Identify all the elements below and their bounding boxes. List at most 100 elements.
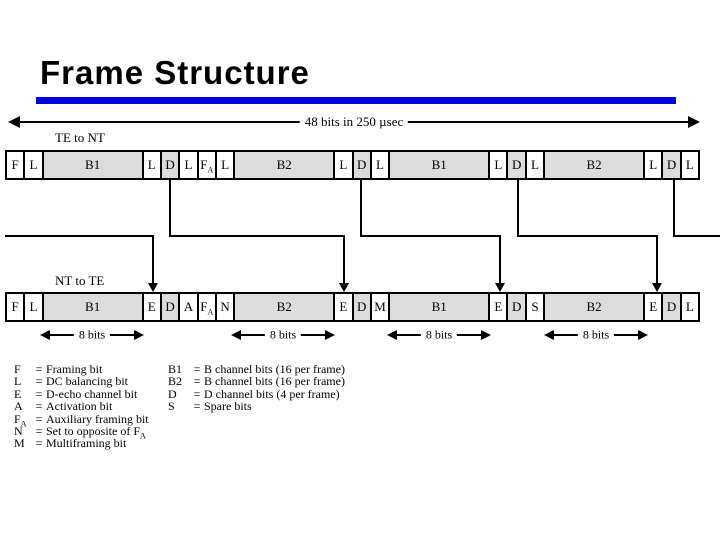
d-bit-drop-line <box>673 178 675 237</box>
bit-cell-fa: FA <box>198 152 217 178</box>
bit-cell-s: S <box>526 294 546 320</box>
legend-description: Set to opposite of FA <box>46 424 146 441</box>
arrowhead-left-icon <box>544 330 554 340</box>
eight-bit-span-arrow: 8 bits <box>544 327 648 343</box>
legend-description: Spare bits <box>204 399 252 414</box>
legend-right-column: B1=B channel bits (16 per frame)B2=B cha… <box>168 363 345 413</box>
bit-cell-a: A <box>180 294 199 320</box>
arrowhead-left-icon <box>8 116 20 128</box>
bit-cell-d: D <box>353 152 372 178</box>
arrowhead-left-icon <box>387 330 397 340</box>
legend-symbol: E <box>14 386 22 401</box>
eight-bit-span-label: 8 bits <box>73 327 111 343</box>
page-title: Frame Structure <box>40 54 310 91</box>
bit-cell-l: L <box>335 152 354 178</box>
d-bit-drop-line <box>517 178 519 237</box>
bit-cell-b1: B1 <box>390 294 491 320</box>
bit-cell-b1: B1 <box>390 152 491 178</box>
legend-equals: = <box>35 399 43 414</box>
arrowhead-right-icon <box>134 330 144 340</box>
bit-cell-e: E <box>335 294 354 320</box>
bit-cell-d: D <box>663 152 682 178</box>
arrowhead-right-icon <box>638 330 648 340</box>
legend-symbol: M <box>14 436 25 451</box>
bit-cell-b1: B1 <box>43 152 144 178</box>
bit-cell-l: L <box>490 152 509 178</box>
bit-cell-l: L <box>216 152 236 178</box>
legend-symbol: B2 <box>168 374 183 389</box>
e-bit-arrow-line <box>343 236 345 283</box>
bit-cell-b1: B1 <box>43 294 144 320</box>
direction-label-nt-to-te: NT to TE <box>55 273 105 288</box>
bit-cell-b2: B2 <box>545 152 646 178</box>
bit-cell-e: E <box>490 294 509 320</box>
legend-equals: = <box>35 362 43 376</box>
legend-description: B channel bits (16 per frame) <box>204 362 345 376</box>
bit-cell-l: L <box>681 152 699 178</box>
legend-equals: = <box>35 436 43 451</box>
eight-bit-span-arrow: 8 bits <box>387 327 491 343</box>
e-bit-arrow-line <box>499 236 501 283</box>
arrowhead-down-icon <box>652 283 662 292</box>
legend-description: Auxiliary framing bit <box>46 411 149 426</box>
bit-cell-d: D <box>663 294 682 320</box>
legend-entry: F =Framing bit <box>14 362 149 376</box>
bit-cell-d: D <box>508 294 527 320</box>
legend-entry: FA=Auxiliary framing bit <box>14 411 149 427</box>
legend-description: Activation bit <box>46 399 113 414</box>
bit-cell-fa: FA <box>198 294 217 320</box>
echo-rail-line <box>5 235 154 237</box>
arrowhead-left-icon <box>40 330 50 340</box>
arrowhead-right-icon <box>481 330 491 340</box>
arrowhead-left-icon <box>231 330 241 340</box>
d-bit-drop-line <box>360 178 362 237</box>
arrowhead-down-icon <box>495 283 505 292</box>
eight-bit-span-label: 8 bits <box>264 327 302 343</box>
legend-symbol: S <box>168 399 175 414</box>
legend-description: Multiframing bit <box>46 436 127 451</box>
bit-cell-f: F <box>7 294 26 320</box>
legend-entry: B1=B channel bits (16 per frame) <box>168 362 345 376</box>
bit-cell-l: L <box>371 152 391 178</box>
legend-equals: = <box>193 386 201 401</box>
d-bit-drop-line <box>169 178 171 237</box>
eight-bit-span-label: 8 bits <box>420 327 458 343</box>
legend-description: B channel bits (16 per frame) <box>204 374 345 389</box>
legend-symbol: F <box>14 362 21 376</box>
bit-cell-l: L <box>526 152 546 178</box>
legend-entry: E=D-echo channel bit <box>14 386 149 401</box>
legend-symbol: N <box>14 424 23 439</box>
legend-entry: A=Activation bit <box>14 399 149 414</box>
bit-cell-l: L <box>180 152 199 178</box>
legend-equals: = <box>193 399 201 414</box>
legend-equals: = <box>35 374 43 389</box>
frame-length-label: 48 bits in 250 µsec <box>299 114 409 130</box>
legend-equals: = <box>35 386 43 401</box>
legend-equals: = <box>35 424 43 439</box>
echo-rail-line <box>361 235 501 237</box>
eight-bit-span-arrow: 8 bits <box>231 327 335 343</box>
bit-cell-e: E <box>645 294 664 320</box>
arrowhead-down-icon <box>339 283 349 292</box>
legend-entry: S =Spare bits <box>168 399 345 414</box>
e-bit-arrow-line <box>656 236 658 283</box>
legend-description: Framing bit <box>46 362 103 376</box>
arrowhead-right-icon <box>325 330 335 340</box>
legend-equals: = <box>193 362 201 376</box>
bit-cell-l: L <box>681 294 699 320</box>
eight-bit-span-arrow: 8 bits <box>40 327 144 343</box>
echo-rail-line <box>674 235 720 237</box>
bit-cell-b2: B2 <box>235 152 336 178</box>
legend-entry: B2=B channel bits (16 per frame) <box>168 374 345 389</box>
bit-cell-n: N <box>216 294 236 320</box>
echo-rail-line <box>170 235 345 237</box>
bit-cell-l: L <box>143 152 162 178</box>
arrowhead-right-icon <box>688 116 700 128</box>
legend-entry: D=D channel bits (4 per frame) <box>168 386 345 401</box>
legend-equals: = <box>35 411 43 426</box>
eight-bit-span-label: 8 bits <box>577 327 615 343</box>
